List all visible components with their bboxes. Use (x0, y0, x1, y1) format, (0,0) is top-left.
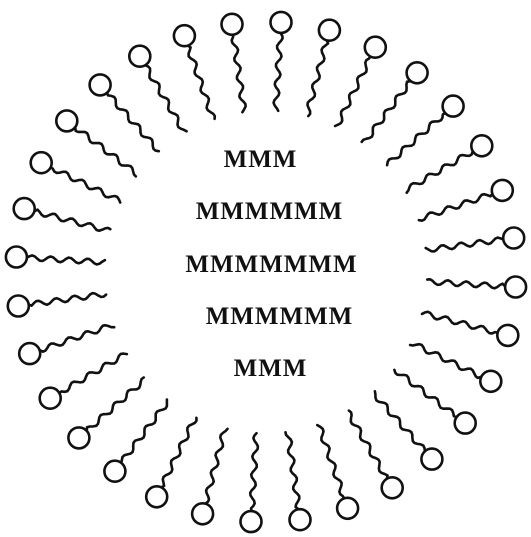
polar-head (271, 12, 292, 33)
polar-head (382, 477, 403, 498)
surfactant-molecule (174, 25, 215, 119)
surfactant-molecule (104, 400, 166, 482)
polar-head (40, 388, 61, 409)
polar-head (337, 498, 358, 519)
core-row: MMMMMMM (6, 252, 531, 277)
hydrophobic-tail (87, 378, 144, 431)
polar-head (455, 413, 476, 434)
hydrophobic-tail (145, 65, 187, 131)
polar-head (192, 503, 213, 524)
surfactant-molecule (129, 46, 186, 132)
surfactant-molecule (362, 62, 428, 142)
core-row: MMMMMM (4, 199, 531, 224)
core-row: MMM (0, 147, 526, 172)
surfactant-molecule (317, 425, 358, 519)
hydrophobic-tail (205, 429, 227, 504)
polar-head (365, 37, 386, 58)
surfactant-molecule (286, 432, 311, 530)
core-row: MMMMMM (14, 304, 531, 329)
surfactant-molecule (192, 429, 227, 524)
hydrophobic-tail (426, 238, 504, 252)
surfactant-molecule (146, 418, 196, 508)
polar-head (241, 511, 262, 532)
polar-head (505, 277, 526, 298)
hydrophobic-tail (286, 432, 300, 509)
hydrophobic-tail (232, 35, 246, 113)
surfactant-molecule (90, 74, 159, 151)
polar-head (174, 25, 195, 46)
hydrophobic-tail (317, 425, 344, 498)
hydrophobic-tail (250, 433, 258, 511)
hydrophobic-tail (121, 400, 167, 463)
polar-head (319, 20, 340, 41)
hydrophobic-tail (40, 325, 115, 352)
surfactant-molecule (375, 391, 443, 469)
surfactant-molecule (335, 37, 386, 126)
polar-head (492, 180, 513, 201)
core-row: MMM (5, 356, 531, 381)
hydrophobic-tail (362, 81, 411, 142)
hydrophobic-tail (188, 46, 215, 119)
polar-head (104, 461, 125, 482)
polar-head (68, 427, 89, 448)
surfactant-molecule (68, 378, 143, 449)
polar-head (129, 46, 150, 67)
polar-head (146, 486, 167, 507)
hydrophobic-tail (274, 33, 283, 111)
surfactant-molecule (426, 228, 525, 252)
hydrophobic-tail (427, 279, 505, 288)
surfactant-molecule (241, 433, 262, 532)
hydrophobic-tail (107, 93, 159, 151)
polar-head (290, 509, 311, 530)
surfactant-molecule (349, 411, 403, 499)
polar-head (56, 110, 77, 131)
surfactant-molecule (308, 20, 340, 116)
hydrophobic-tail (51, 167, 121, 202)
surfactant-molecule (271, 12, 292, 111)
hydrophobic-tail (161, 418, 196, 488)
surfactant-molecule (222, 14, 246, 112)
polar-head (222, 14, 243, 35)
hydrophobic-tail (308, 40, 329, 116)
polar-head (90, 74, 111, 95)
hydrophobic-tail (349, 411, 388, 479)
hydrophobic-tail (375, 391, 425, 451)
polar-head (503, 228, 524, 249)
hydrophobic-tail (335, 57, 371, 126)
polar-head (421, 449, 442, 470)
surfactant-molecule (427, 277, 526, 298)
polar-head (443, 96, 464, 117)
polar-head (407, 62, 428, 83)
